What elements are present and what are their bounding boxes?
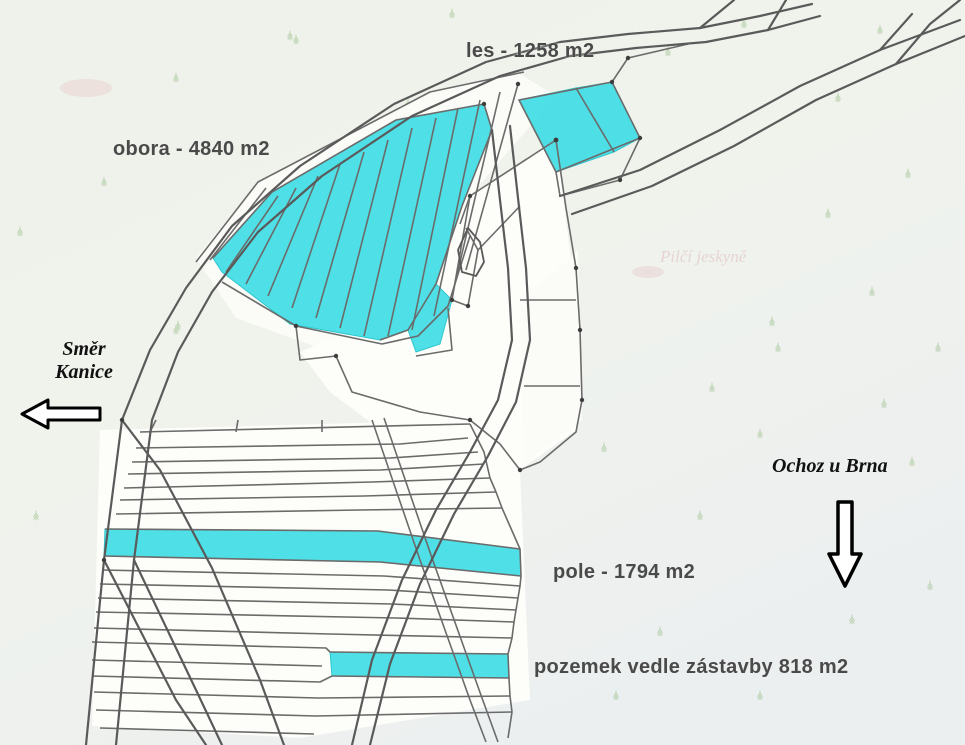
- direction-label-kanice-line1: Směr: [62, 338, 106, 360]
- direction-label-kanice-line2: Kanice: [55, 361, 113, 383]
- direction-label-kanice: Směr Kanice: [24, 338, 144, 384]
- road-layer: [84, 0, 965, 745]
- parcel-label-les: les - 1258 m2: [466, 40, 595, 62]
- boundary-vertex-dots: [101, 55, 643, 563]
- parcel-label-pole: pole - 1794 m2: [553, 561, 696, 583]
- parcel-label-obora: obora - 4840 m2: [113, 138, 270, 160]
- direction-label-ochoz-line1: Ochoz u Brna: [772, 455, 888, 477]
- direction-label-ochoz: Ochoz u Brna: [772, 455, 888, 478]
- parcel-highlight-pozemek[interactable]: [329, 651, 510, 679]
- arrow-left-icon: [18, 396, 104, 432]
- parcel-label-pozemek: pozemek vedle zástavby 818 m2: [534, 656, 849, 678]
- svg-text:Pilčí jeskyně: Pilčí jeskyně: [659, 247, 747, 266]
- arrow-down-icon: [825, 498, 865, 590]
